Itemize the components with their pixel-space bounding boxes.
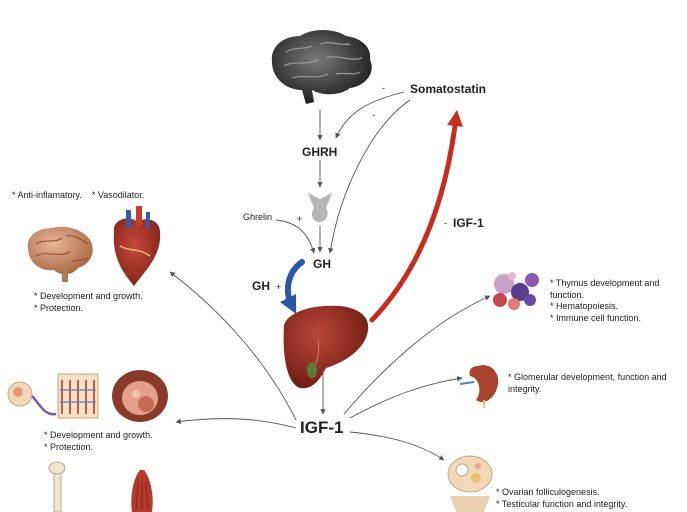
somatostatin-label: Somatostatin	[410, 82, 487, 96]
ghrelin-label: Ghrelin	[243, 212, 273, 222]
igf1-to-fetal-arrow	[175, 418, 297, 429]
somatostatin-to-brain-arrow	[335, 91, 405, 139]
somatostatin-pituitary-sign: -	[372, 110, 375, 120]
gh-blue-label: GH	[252, 279, 270, 293]
effect-item: Immune cell function.	[550, 313, 682, 325]
effect-item: Testicular function and integrity.	[496, 499, 627, 511]
effect-item: Protection.	[34, 303, 143, 315]
igf1-to-gonads-arrow	[349, 431, 445, 461]
effect-item: Thymus development and function.	[550, 278, 682, 301]
effect-item: Ovarian folliculogenesis.	[496, 487, 627, 499]
fetal-effects: Development and growth. Protection.	[44, 430, 153, 453]
pituitary-icon	[308, 193, 332, 222]
gh-sign: +	[276, 282, 282, 292]
anti-inflammatory-text: Anti-inflamatory.	[12, 190, 82, 200]
igf1-feedback-arrow	[369, 110, 463, 323]
igf1-to-kidney-arrow	[349, 376, 463, 419]
kidney-icon	[459, 365, 499, 408]
muscle-icon	[131, 470, 153, 512]
heart-icon	[113, 206, 161, 286]
ghrelin-to-gh-arrow	[275, 219, 316, 254]
igf1-to-brain-heart-arrow	[169, 271, 297, 421]
blood-cells-icon	[493, 272, 539, 310]
liver-icon	[283, 305, 369, 389]
igf1-feedback-sign: -	[444, 218, 447, 228]
effect-item: Hematopoiesis.	[550, 301, 682, 313]
brain-heart-bottom-effects: Development and growth. Protection.	[34, 291, 143, 314]
effect-item: Development and growth.	[34, 291, 143, 303]
brain-heart-top-effects: Anti-inflamatory. Vasodilator.	[12, 190, 154, 200]
thymus-effects: Thymus development and function. Hematop…	[550, 278, 682, 324]
gh-pituitary-label: GH	[313, 257, 331, 271]
ghrelin-sign: +	[297, 214, 303, 224]
igf1-feedback-label: IGF-1	[453, 216, 484, 230]
somatostatin-to-pituitary-arrow	[328, 99, 411, 254]
igf1-main-label: IGF-1	[300, 418, 344, 437]
gonads-effects: Ovarian folliculogenesis. Testicular fun…	[496, 487, 627, 510]
placenta-icon	[7, 373, 99, 419]
ovary-icon	[447, 455, 493, 512]
effect-item: Glomerular development, function and int…	[508, 372, 678, 395]
bone-icon	[48, 461, 66, 512]
igf1-to-thymus-arrow	[343, 295, 491, 415]
ghrh-label: GHRH	[302, 145, 338, 159]
effect-item: Protection.	[44, 442, 153, 454]
effect-item: Development and growth.	[44, 430, 153, 442]
kidney-effects: Glomerular development, function and int…	[508, 372, 678, 395]
vasodilator-text: Vasodilator.	[92, 190, 144, 200]
color-brain-icon	[27, 226, 93, 282]
somatostatin-brain-sign: -	[382, 83, 385, 93]
gh-to-liver-arrow	[279, 259, 305, 315]
uterus-icon	[112, 370, 168, 422]
brain-icon	[271, 30, 372, 104]
